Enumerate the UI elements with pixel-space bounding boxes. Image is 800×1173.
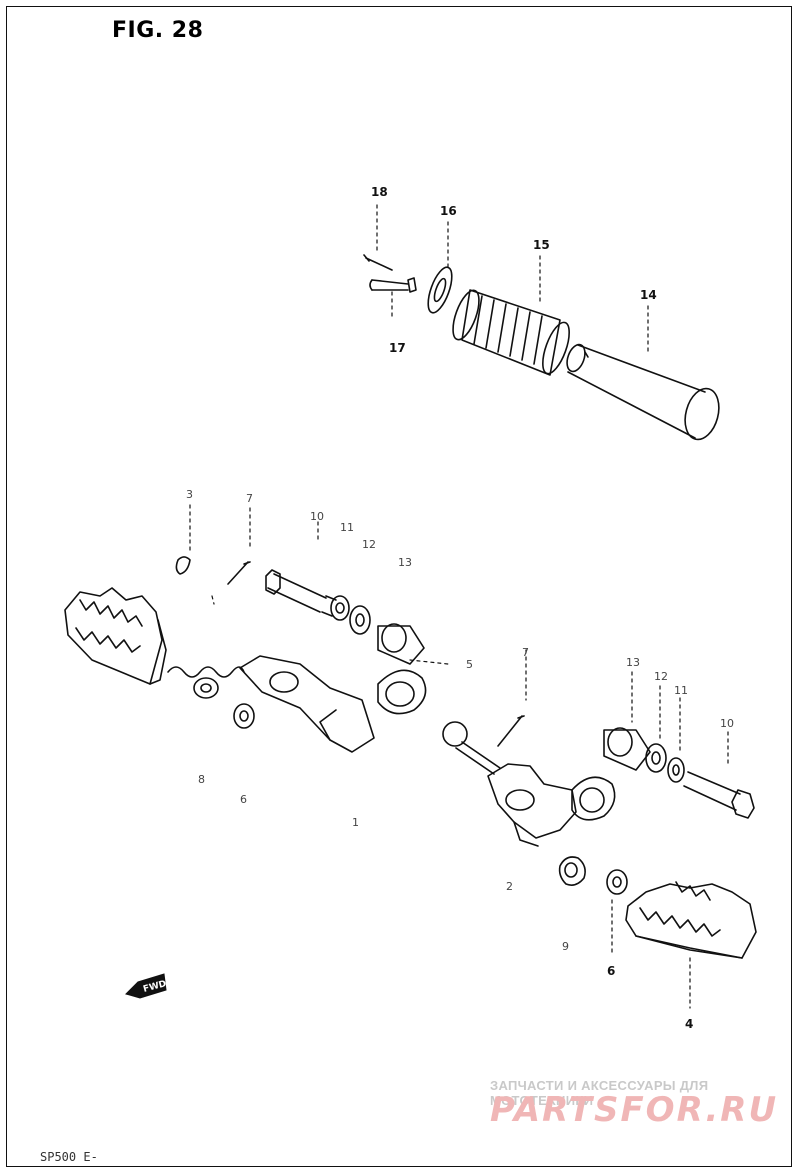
label-1: 1 [352,816,359,829]
label-7-right: 7 [522,646,529,659]
label-15: 15 [533,238,550,252]
part-11-12-left-washers [330,595,371,635]
part-5-right-pivot-pin [442,721,501,775]
label-4: 4 [685,1017,693,1031]
part-15-rubber-grip [452,289,570,376]
label-11-left: 11 [340,521,354,534]
label-11-right: 11 [674,684,688,697]
label-14: 14 [640,288,657,302]
label-10-left: 10 [310,510,324,523]
part-6-left-washer [193,677,255,729]
label-7-left: 7 [246,492,253,505]
label-8: 8 [198,773,205,786]
part-10-right-bolt [683,771,755,819]
label-5: 5 [466,658,473,671]
label-6-right: 6 [607,964,615,978]
part-13-left-collar [377,623,425,665]
label-18: 18 [371,185,388,199]
part-17-clevis-pin [369,277,417,293]
part-2-right-bracket [487,763,577,847]
diagram-frame [6,6,792,1167]
label-2: 2 [506,880,513,893]
part-9-left-spring [167,666,245,678]
label-3: 3 [186,488,193,501]
part-1-left-bracket [239,655,375,753]
part-11-12-right-washers [645,743,685,783]
part-16-washer [427,266,453,314]
part-18-pin [363,254,393,271]
label-12-right: 12 [654,670,668,683]
figure-code: SP500 E- [40,1150,98,1164]
part-7-right-pin [497,715,525,747]
part-13-right-collar [603,727,651,771]
watermark-logo: PARTSFOR.RU [490,1090,779,1130]
watermark-tagline: ЗАПЧАСТИ И АКСЕССУАРЫ ДЛЯ МОТОТЕХНИКИ [490,1078,709,1108]
part-8-right-pivot-cap [571,776,616,821]
label-16: 16 [440,204,457,218]
part-8-left-pivot-cap [377,669,427,715]
figure-title: FIG. 28 [112,18,204,43]
label-13-left: 13 [398,556,412,569]
label-9: 9 [562,940,569,953]
label-6-left: 6 [240,793,247,806]
forward-arrow-icon: FWD [125,973,168,999]
part-9-6-right-spring-washer [558,856,628,895]
part-3-7-left-pins [175,556,251,585]
label-12-left: 12 [362,538,376,551]
part-14-footpeg-shaft [566,343,720,441]
label-17: 17 [389,341,406,355]
label-10-right: 10 [720,717,734,730]
part-4-left-footpeg [64,587,167,685]
part-4-right-footpeg [625,881,757,959]
part-10-left-bolt [265,569,337,617]
label-13-right: 13 [626,656,640,669]
